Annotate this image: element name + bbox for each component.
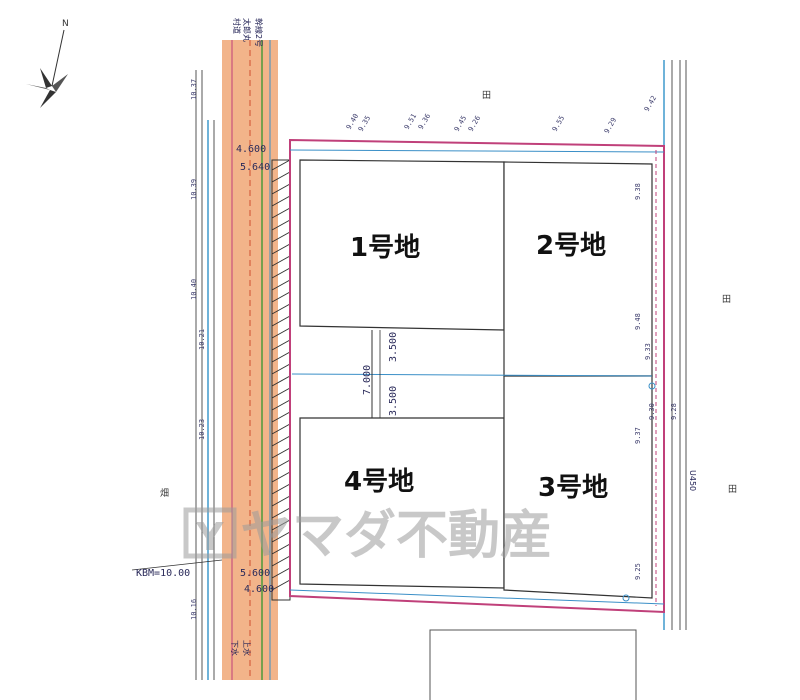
svg-text:9.30: 9.30 (648, 403, 656, 420)
svg-text:10.40: 10.40 (190, 279, 198, 300)
rice-field-top: 田 (482, 90, 491, 101)
svg-text:9.26: 9.26 (467, 114, 482, 133)
svg-text:10.16: 10.16 (190, 599, 198, 620)
svg-text:9.29: 9.29 (603, 116, 618, 135)
sewer-label: 下水 (230, 640, 240, 656)
road-lines (231, 40, 271, 680)
lot-2 (503, 161, 653, 377)
svg-text:9.48: 9.48 (634, 313, 642, 330)
right-ditch (663, 60, 687, 630)
dim-road-bottom-inner: 5.600 (240, 568, 270, 579)
adjacent-building (429, 629, 637, 700)
svg-text:10.23: 10.23 (198, 419, 206, 440)
property-boundary (289, 138, 665, 614)
dim-driveway-total: 7.000 (362, 365, 373, 395)
left-ditch (195, 70, 215, 680)
svg-text:10.37: 10.37 (190, 79, 198, 100)
compass-icon: N (26, 19, 69, 108)
watermark: Y ヤマダ不動産 (183, 506, 552, 566)
road-name-3: 幹線2号 (254, 18, 264, 47)
dim-road-bottom-outer: 4.600 (244, 584, 274, 595)
water-label: 上水 (242, 640, 252, 656)
watermark-text: ヤマダ不動産 (240, 506, 552, 566)
lot-3-label: 3号地 (538, 473, 608, 503)
svg-text:9.36: 9.36 (417, 112, 432, 131)
dim-road-top-inner: 5.640 (240, 162, 270, 173)
svg-text:9.51: 9.51 (403, 112, 418, 131)
upland-field-left: 畑 (160, 487, 169, 499)
svg-text:9.33: 9.33 (644, 343, 652, 360)
benchmark-label: KBM=10.00 (136, 568, 190, 579)
rice-field-right: 田 (722, 294, 731, 305)
svg-text:10.21: 10.21 (198, 329, 206, 350)
svg-text:9.45: 9.45 (453, 114, 468, 133)
lot-4-label: 4号地 (344, 467, 414, 497)
rice-field-right-lower: 田 (728, 484, 737, 495)
dim-driveway-lower: 3.500 (388, 386, 399, 416)
lot-2-label: 2号地 (536, 231, 606, 261)
svg-text:10.39: 10.39 (190, 179, 198, 200)
svg-text:9.38: 9.38 (634, 183, 642, 200)
driveway (291, 330, 656, 602)
svg-text:9.28: 9.28 (670, 403, 678, 420)
svg-text:9.55: 9.55 (551, 114, 566, 133)
north-label: N (62, 19, 69, 29)
dim-driveway-upper: 3.500 (388, 332, 399, 362)
road-name-2: 村道 (232, 18, 242, 34)
svg-text:9.42: 9.42 (643, 94, 658, 113)
svg-text:9.37: 9.37 (634, 427, 642, 444)
road-name-1: 太郎丸 (242, 18, 252, 42)
svg-text:9.25: 9.25 (634, 563, 642, 580)
dim-road-top-outer: 4.600 (236, 144, 266, 155)
gutter-label: U450 (688, 470, 697, 491)
lot-1-label: 1号地 (350, 233, 420, 263)
watermark-logo-letter: Y (195, 515, 224, 559)
